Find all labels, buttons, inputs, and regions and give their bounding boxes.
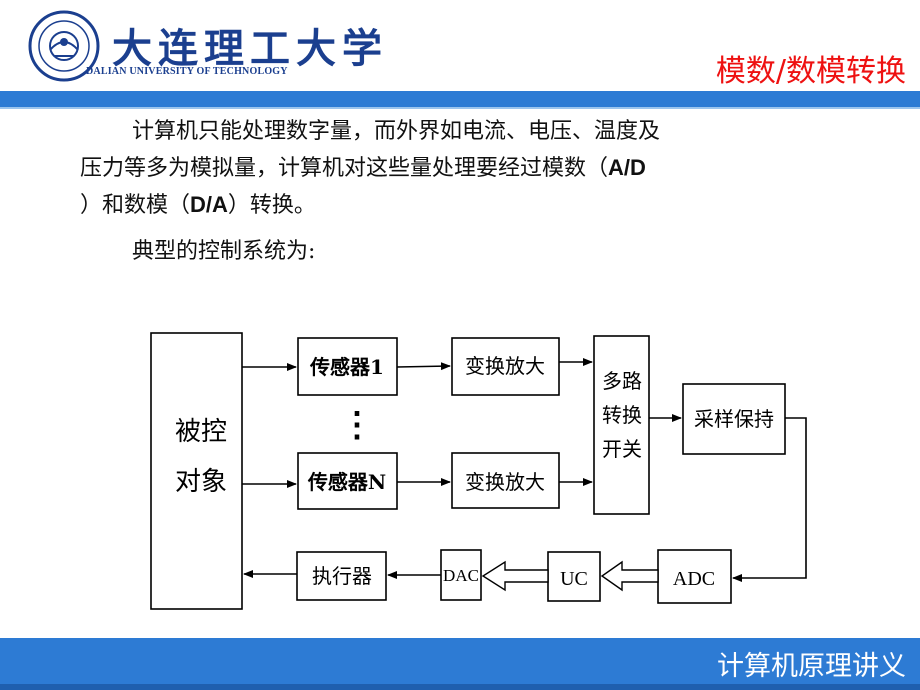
control-system-diagram: 被控 对象 传感器1 传感器N 变换放大 变换放大 ⋮ 多路 转换 开关 采样保…: [150, 332, 807, 610]
paragraph-intro-line-2: 压力等多为模拟量，计算机对这些量处理要经过模数（A/D: [80, 150, 880, 187]
ad-term: A/D: [608, 155, 646, 180]
paragraph-system-intro: 典型的控制系统为:: [80, 234, 880, 270]
sensor-ellipsis: ⋮: [340, 405, 374, 445]
bus-arrow-adc-to-uc: [600, 560, 659, 592]
amplifier-n-block: [451, 452, 560, 509]
text-run: 典型的控制系统为:: [132, 239, 316, 264]
sample-hold-label: 采样保持: [694, 407, 774, 431]
mux-label-3: 开关: [602, 437, 642, 461]
slide-header: 大连理工大学 DALIAN UNIVERSITY OF TECHNOLOGY 模…: [0, 0, 920, 90]
sensor-n-block: [297, 452, 398, 510]
uc-label: UC: [560, 568, 588, 590]
text-run: ）和数模（: [80, 193, 191, 218]
arrow-sensor-1-to-amplifier: [396, 362, 451, 371]
slide-title: 模数/数模转换: [715, 54, 906, 89]
logo-title: 大连理工大学: [112, 25, 388, 72]
text-run: 计算机只能处理数字量，而外界如电流、电压、温度及: [132, 119, 661, 144]
arrow-sample-hold-to-adc: [732, 417, 807, 582]
slide-body: 计算机只能处理数字量，而外界如电流、电压、温度及 压力等多为模拟量，计算机对这些…: [80, 114, 880, 270]
mux-label-1: 多路: [602, 369, 642, 393]
controlled-object-label-1: 被控: [175, 417, 227, 447]
amplifier-1-label: 变换放大: [465, 354, 545, 378]
paragraph-intro-line-1: 计算机只能处理数字量，而外界如电流、电压、温度及: [80, 114, 880, 150]
amplifier-1-block: [451, 337, 560, 396]
actuator-label: 执行器: [312, 564, 372, 588]
controlled-object-block: [150, 332, 243, 610]
footer-band: [0, 638, 920, 690]
header-divider-band: [0, 91, 920, 107]
controlled-object-label-2: 对象: [175, 467, 227, 497]
sample-hold-block: [682, 383, 786, 455]
actuator-block: [296, 551, 387, 601]
sensor-1-label: 传感器1: [309, 355, 384, 379]
bus-arrow-uc-to-dac: [481, 560, 549, 592]
footer-band-edge: [0, 684, 920, 690]
university-seal-icon: [28, 10, 100, 82]
da-term: D/A: [190, 192, 228, 217]
header-divider-line: [0, 107, 920, 109]
amplifier-n-label: 变换放大: [465, 470, 545, 494]
adc-label: ADC: [673, 568, 715, 590]
text-run: ）转换。: [227, 193, 316, 218]
mux-label-2: 转换: [602, 403, 642, 427]
paragraph-intro-line-3: ）和数模（D/A）转换。: [80, 187, 880, 224]
multiplexer-block: [593, 335, 650, 515]
sensor-n-label: 传感器N: [307, 470, 386, 494]
logo-subtitle: DALIAN UNIVERSITY OF TECHNOLOGY: [86, 66, 288, 77]
footer-label: 计算机原理讲义: [717, 651, 906, 682]
text-run: 压力等多为模拟量，计算机对这些量处理要经过模数（: [80, 156, 609, 181]
dac-label: DAC: [443, 566, 479, 585]
